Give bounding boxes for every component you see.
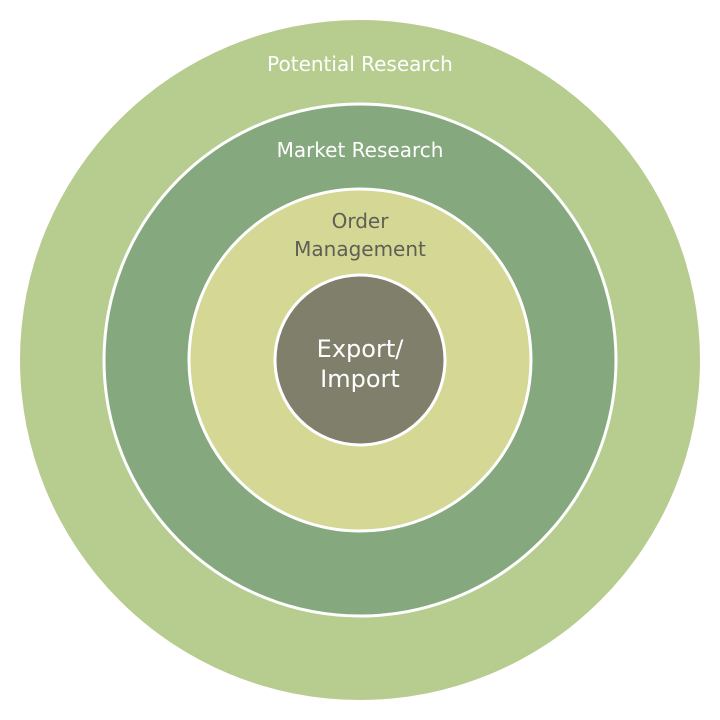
core-export-import[interactable] xyxy=(273,273,447,447)
label-order-management-line1: Order xyxy=(332,209,390,233)
label-potential-research: Potential Research xyxy=(267,52,453,76)
label-export-line: Export/ xyxy=(317,335,405,363)
label-market-research: Market Research xyxy=(277,138,444,162)
label-order-management-line2: Management xyxy=(294,237,426,261)
label-import-line: Import xyxy=(320,365,400,393)
